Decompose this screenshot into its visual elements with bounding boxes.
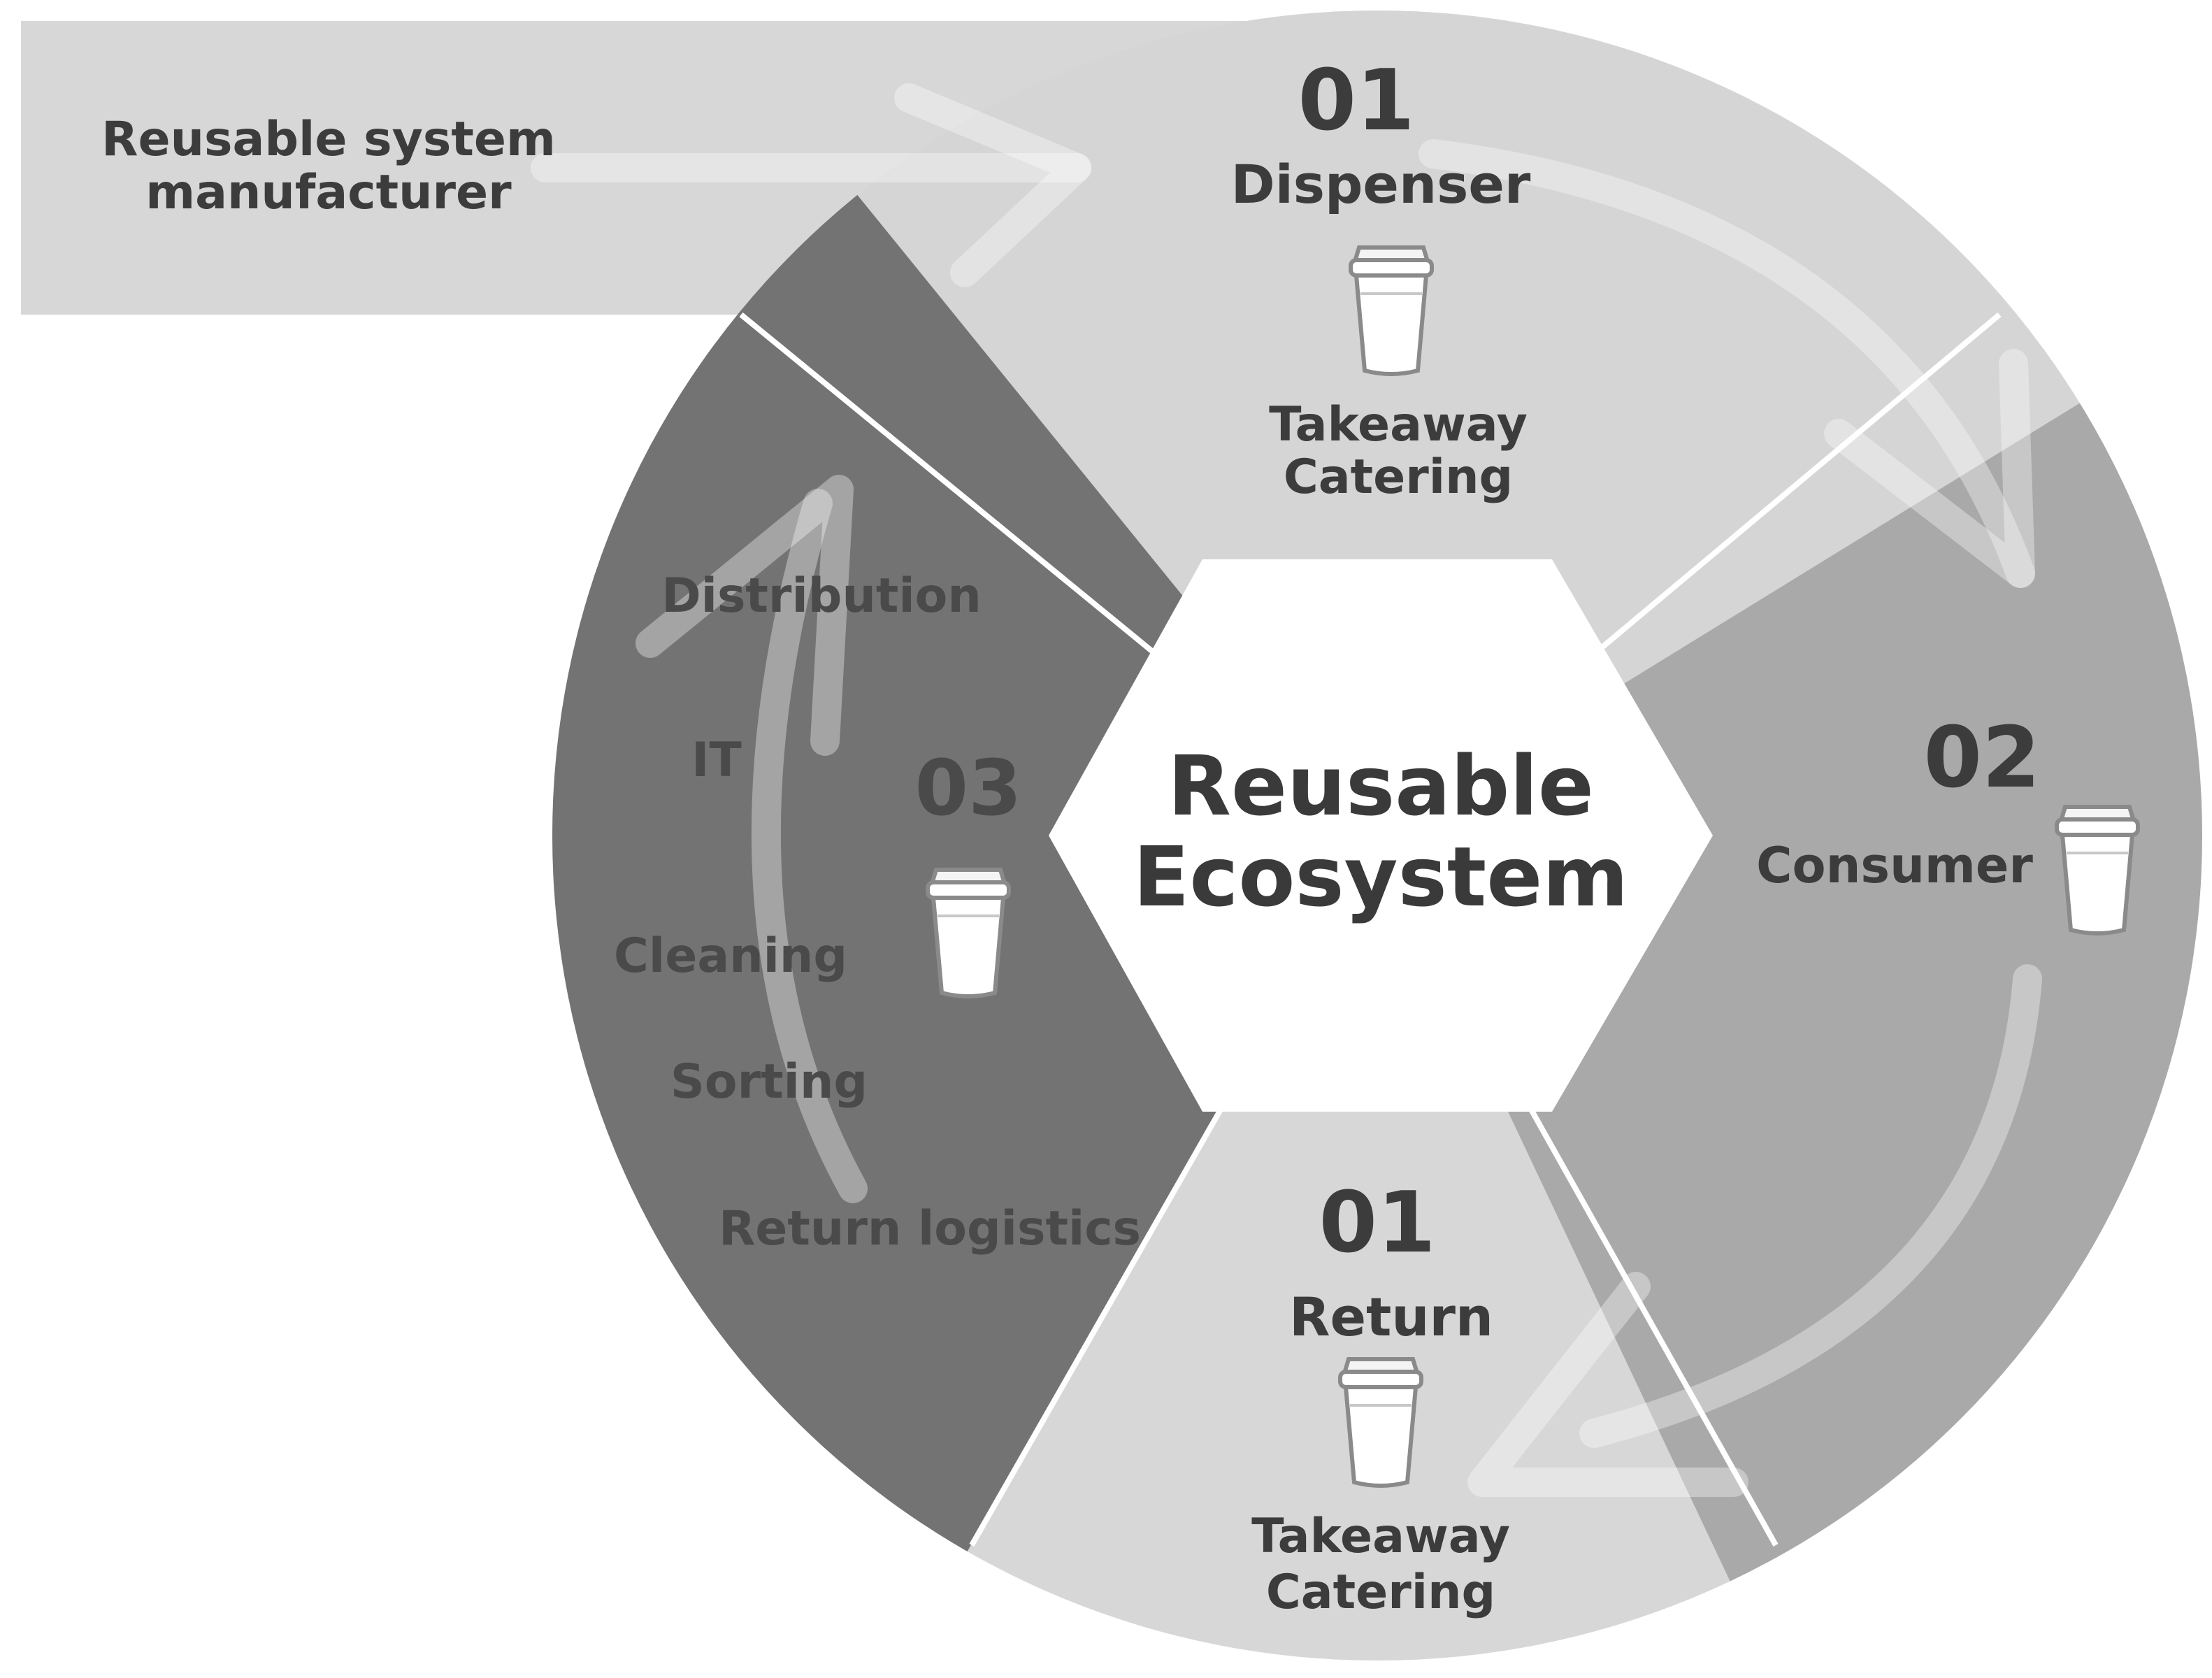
consumer-title: Consumer xyxy=(1756,837,2033,894)
logistics-item-cleaning: Cleaning xyxy=(614,928,847,984)
flow-arrow-consumer xyxy=(1579,964,2042,1448)
manufacturer-label-line2: manufacturer xyxy=(145,165,512,220)
return-sub-line1: Takeaway xyxy=(1251,1509,1510,1564)
manufacturer-label-line1: Reusable system xyxy=(101,112,556,167)
return-number: 01 xyxy=(1319,1175,1436,1272)
center-hexagon xyxy=(1049,559,1713,1112)
cup-icon xyxy=(928,870,1009,996)
dispenser-segment xyxy=(699,10,2202,836)
dispenser-sub-line1: Takeaway xyxy=(1269,397,1528,452)
flow-arrow-consumer-head xyxy=(1467,1272,1748,1497)
dispenser-title: Dispenser xyxy=(1231,153,1531,215)
flow-arrow-dispenser-head xyxy=(1824,349,2035,588)
flow-arrow-dispenser xyxy=(1419,139,2035,588)
flow-arrow-logistics xyxy=(751,489,868,1203)
return-segment xyxy=(895,836,1776,1661)
consumer-number: 02 xyxy=(1924,710,2041,807)
logistics-item-it: IT xyxy=(691,733,742,788)
center-title-line1: Reusable xyxy=(1168,738,1594,834)
center-title-line2: Ecosystem xyxy=(1133,829,1628,925)
logistics-number: 03 xyxy=(914,743,1021,833)
flow-arrow-manufacturer-head xyxy=(894,83,1091,287)
logistics-item-distribution: Distribution xyxy=(661,568,982,624)
ecosystem-ring xyxy=(552,10,2202,1661)
cup-icon xyxy=(1351,248,1432,374)
cup-icon xyxy=(1340,1359,1421,1486)
dispenser-number: 01 xyxy=(1298,52,1415,150)
logistics-item-return-logistics: Return logistics xyxy=(719,1201,1141,1256)
dispenser-sub-line2: Catering xyxy=(1284,450,1513,505)
consumer-segment xyxy=(1377,322,2202,1661)
cup-icon xyxy=(2057,807,2138,933)
flow-arrow-logistics-head xyxy=(635,475,854,756)
return-title: Return xyxy=(1289,1286,1493,1348)
flow-arrows xyxy=(531,83,2042,1497)
logistics-segment xyxy=(552,10,1377,1661)
return-sub-line2: Catering xyxy=(1266,1565,1495,1620)
logistics-item-sorting: Sorting xyxy=(670,1054,868,1110)
